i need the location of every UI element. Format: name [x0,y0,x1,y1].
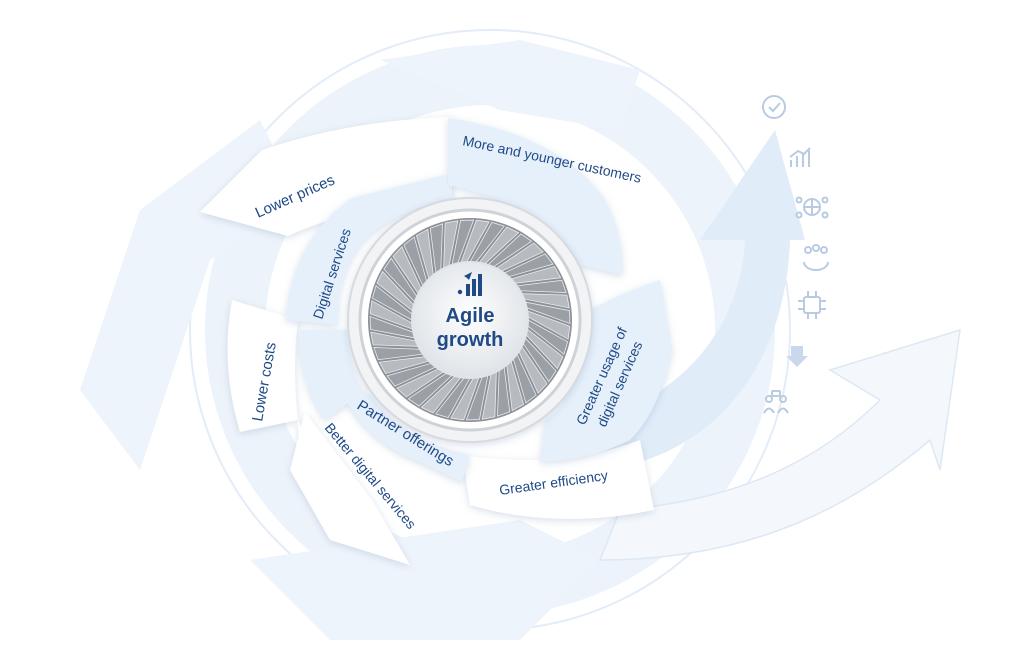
turbine [347,197,593,443]
check-badge-icon [762,95,786,119]
center-title-line2: growth [437,329,504,351]
global-network-icon [795,196,829,219]
outer-band-better-digital-services [290,412,410,565]
outer-band-lower-costs [227,300,298,432]
rocket-growth-chart-icon [457,272,482,296]
growth-chart-icon [789,147,811,167]
outer-band-lower-prices [200,117,452,236]
team-network-icon [763,390,789,414]
download-arrow-icon [786,346,808,367]
growth-arrow [590,130,805,470]
outer-band-greater-efficiency [462,440,654,519]
chip-cloud-icon [798,291,826,319]
side-icons [762,95,829,414]
turbine-blades [369,219,571,421]
people-globe-icon [803,244,829,271]
center-title-line1: Agile [446,305,495,327]
